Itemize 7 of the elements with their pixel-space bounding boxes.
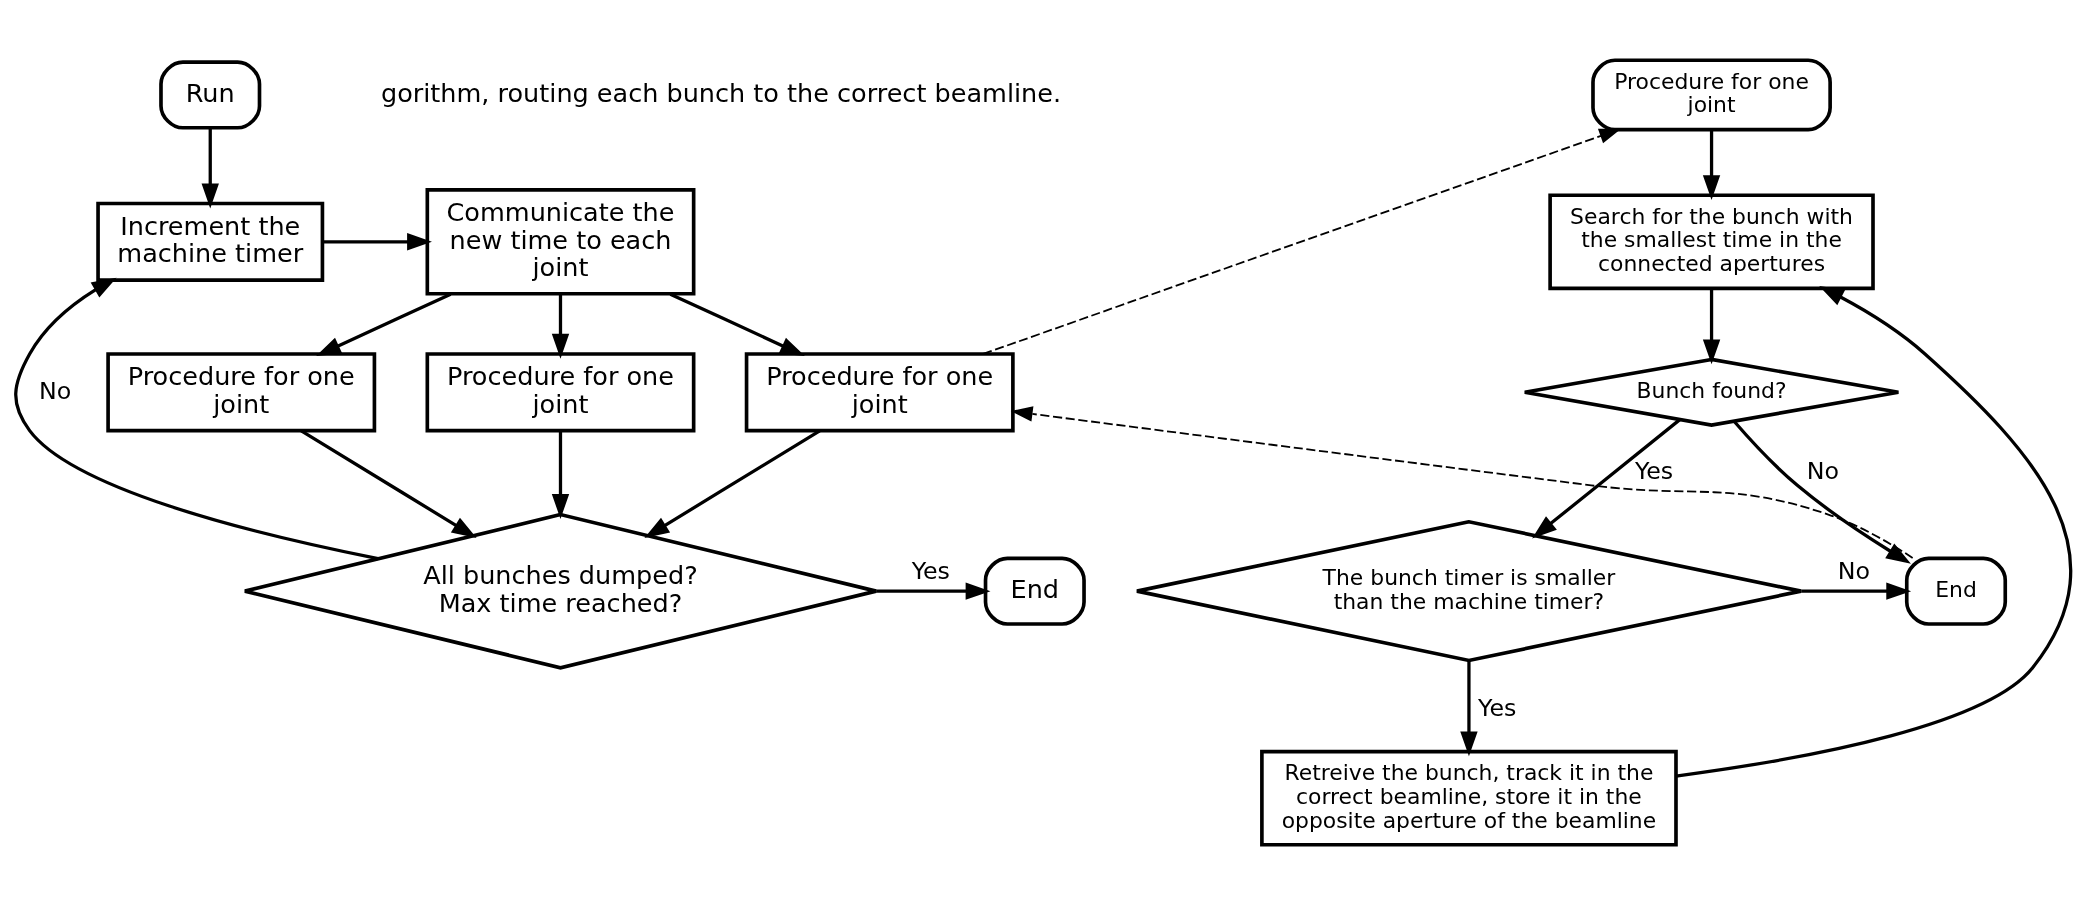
edge-label: No xyxy=(1837,557,1870,586)
edge-label: Yes xyxy=(1634,456,1674,485)
edge-label: No xyxy=(39,376,72,405)
edge-label: Yes xyxy=(1478,693,1517,722)
label: gorithm, routing each bunch to the correct beamline. xyxy=(380,77,1062,108)
edge-label: Yes xyxy=(911,557,950,586)
edge-label: No xyxy=(1806,456,1839,485)
